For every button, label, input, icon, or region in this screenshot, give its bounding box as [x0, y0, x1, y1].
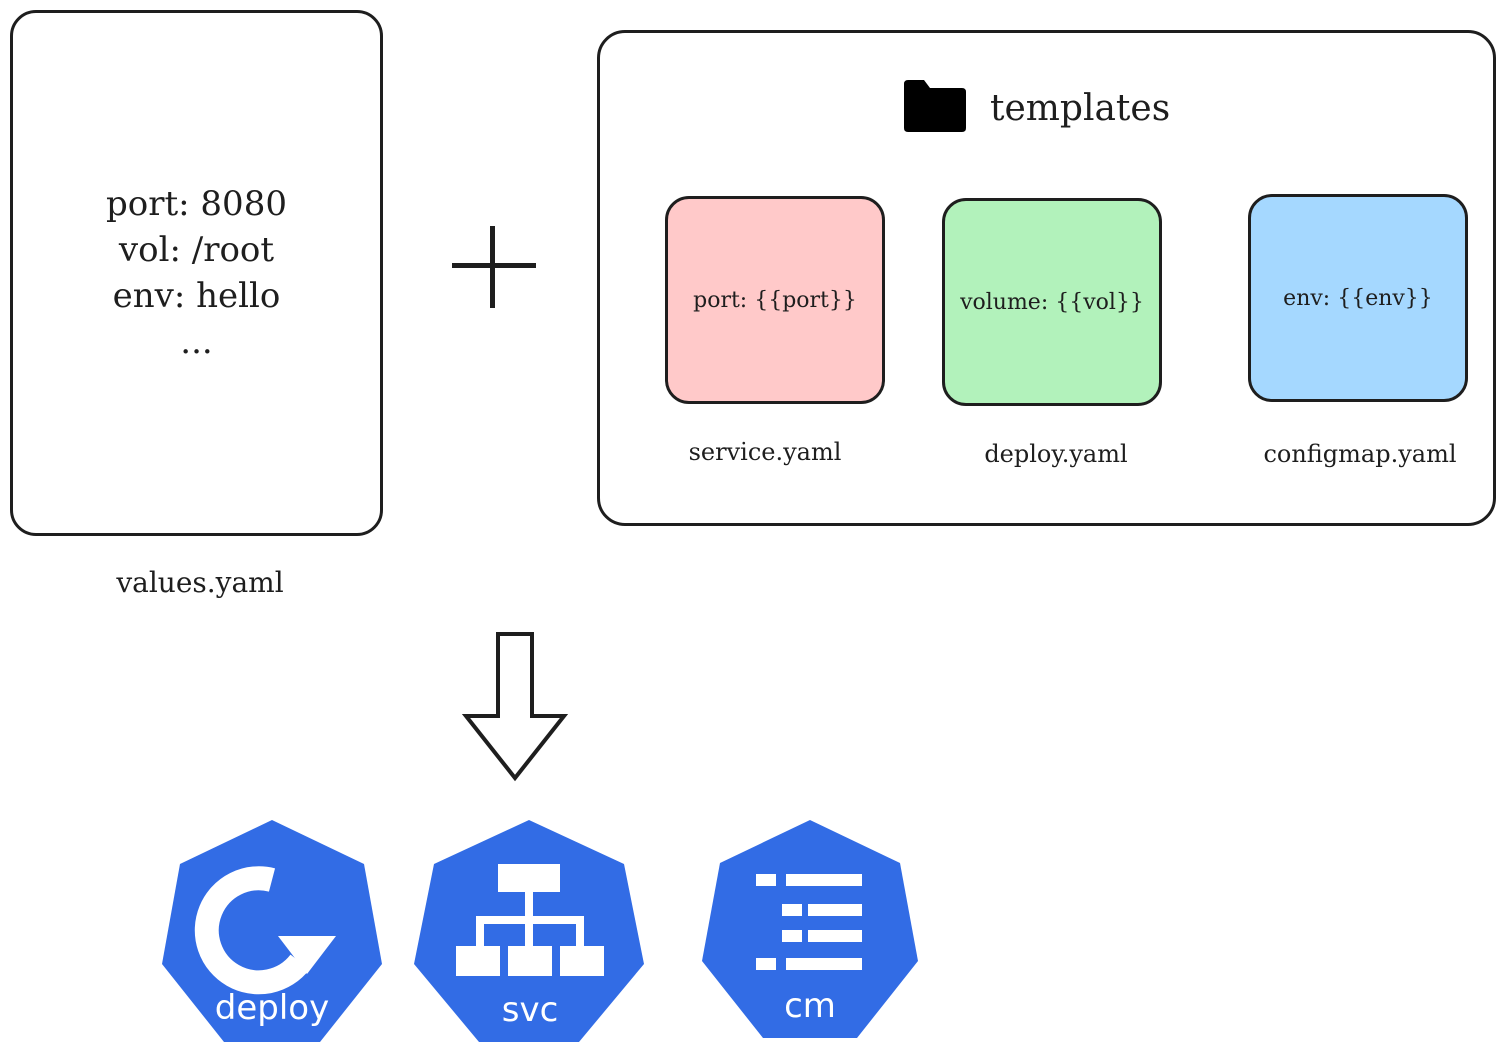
- k8s-service-badge: [414, 820, 644, 1042]
- values-line-env: env: hello: [112, 276, 281, 316]
- template-deploy-content: volume: {{vol}}: [960, 289, 1144, 315]
- k8s-configmap-label: cm: [784, 986, 836, 1026]
- values-line-vol: vol: /root: [118, 230, 275, 270]
- values-line-port: port: 8080: [106, 184, 287, 224]
- template-service-caption: service.yaml: [688, 438, 842, 466]
- values-file-card: port: 8080 vol: /root env: hello ...: [10, 10, 383, 536]
- deployment-icon: [194, 866, 336, 995]
- template-file-configmap: env: {{env}}: [1248, 194, 1468, 402]
- folder-icon: [904, 80, 966, 132]
- k8s-service-label: svc: [501, 990, 559, 1030]
- plus-icon-horizontal: [452, 263, 536, 268]
- values-line-ellipsis: ...: [180, 322, 213, 362]
- k8s-deployment-badge: [162, 820, 382, 1042]
- service-icon: [456, 864, 604, 976]
- down-arrow-icon: [461, 632, 569, 782]
- templates-title: templates: [990, 88, 1171, 129]
- template-configmap-content: env: {{env}}: [1283, 285, 1433, 311]
- template-file-deploy: volume: {{vol}}: [942, 198, 1162, 406]
- k8s-deployment-label: deploy: [214, 988, 330, 1028]
- template-configmap-caption: configmap.yaml: [1263, 440, 1457, 468]
- values-content: port: 8080 vol: /root env: hello ...: [106, 181, 287, 365]
- configmap-icon: [756, 874, 862, 970]
- template-deploy-caption: deploy.yaml: [984, 440, 1128, 468]
- k8s-configmap-badge: [702, 820, 918, 1038]
- template-service-content: port: {{port}}: [693, 287, 857, 313]
- templates-folder-card: [597, 30, 1496, 526]
- template-file-service: port: {{port}}: [665, 196, 885, 404]
- values-file-caption: values.yaml: [116, 566, 284, 599]
